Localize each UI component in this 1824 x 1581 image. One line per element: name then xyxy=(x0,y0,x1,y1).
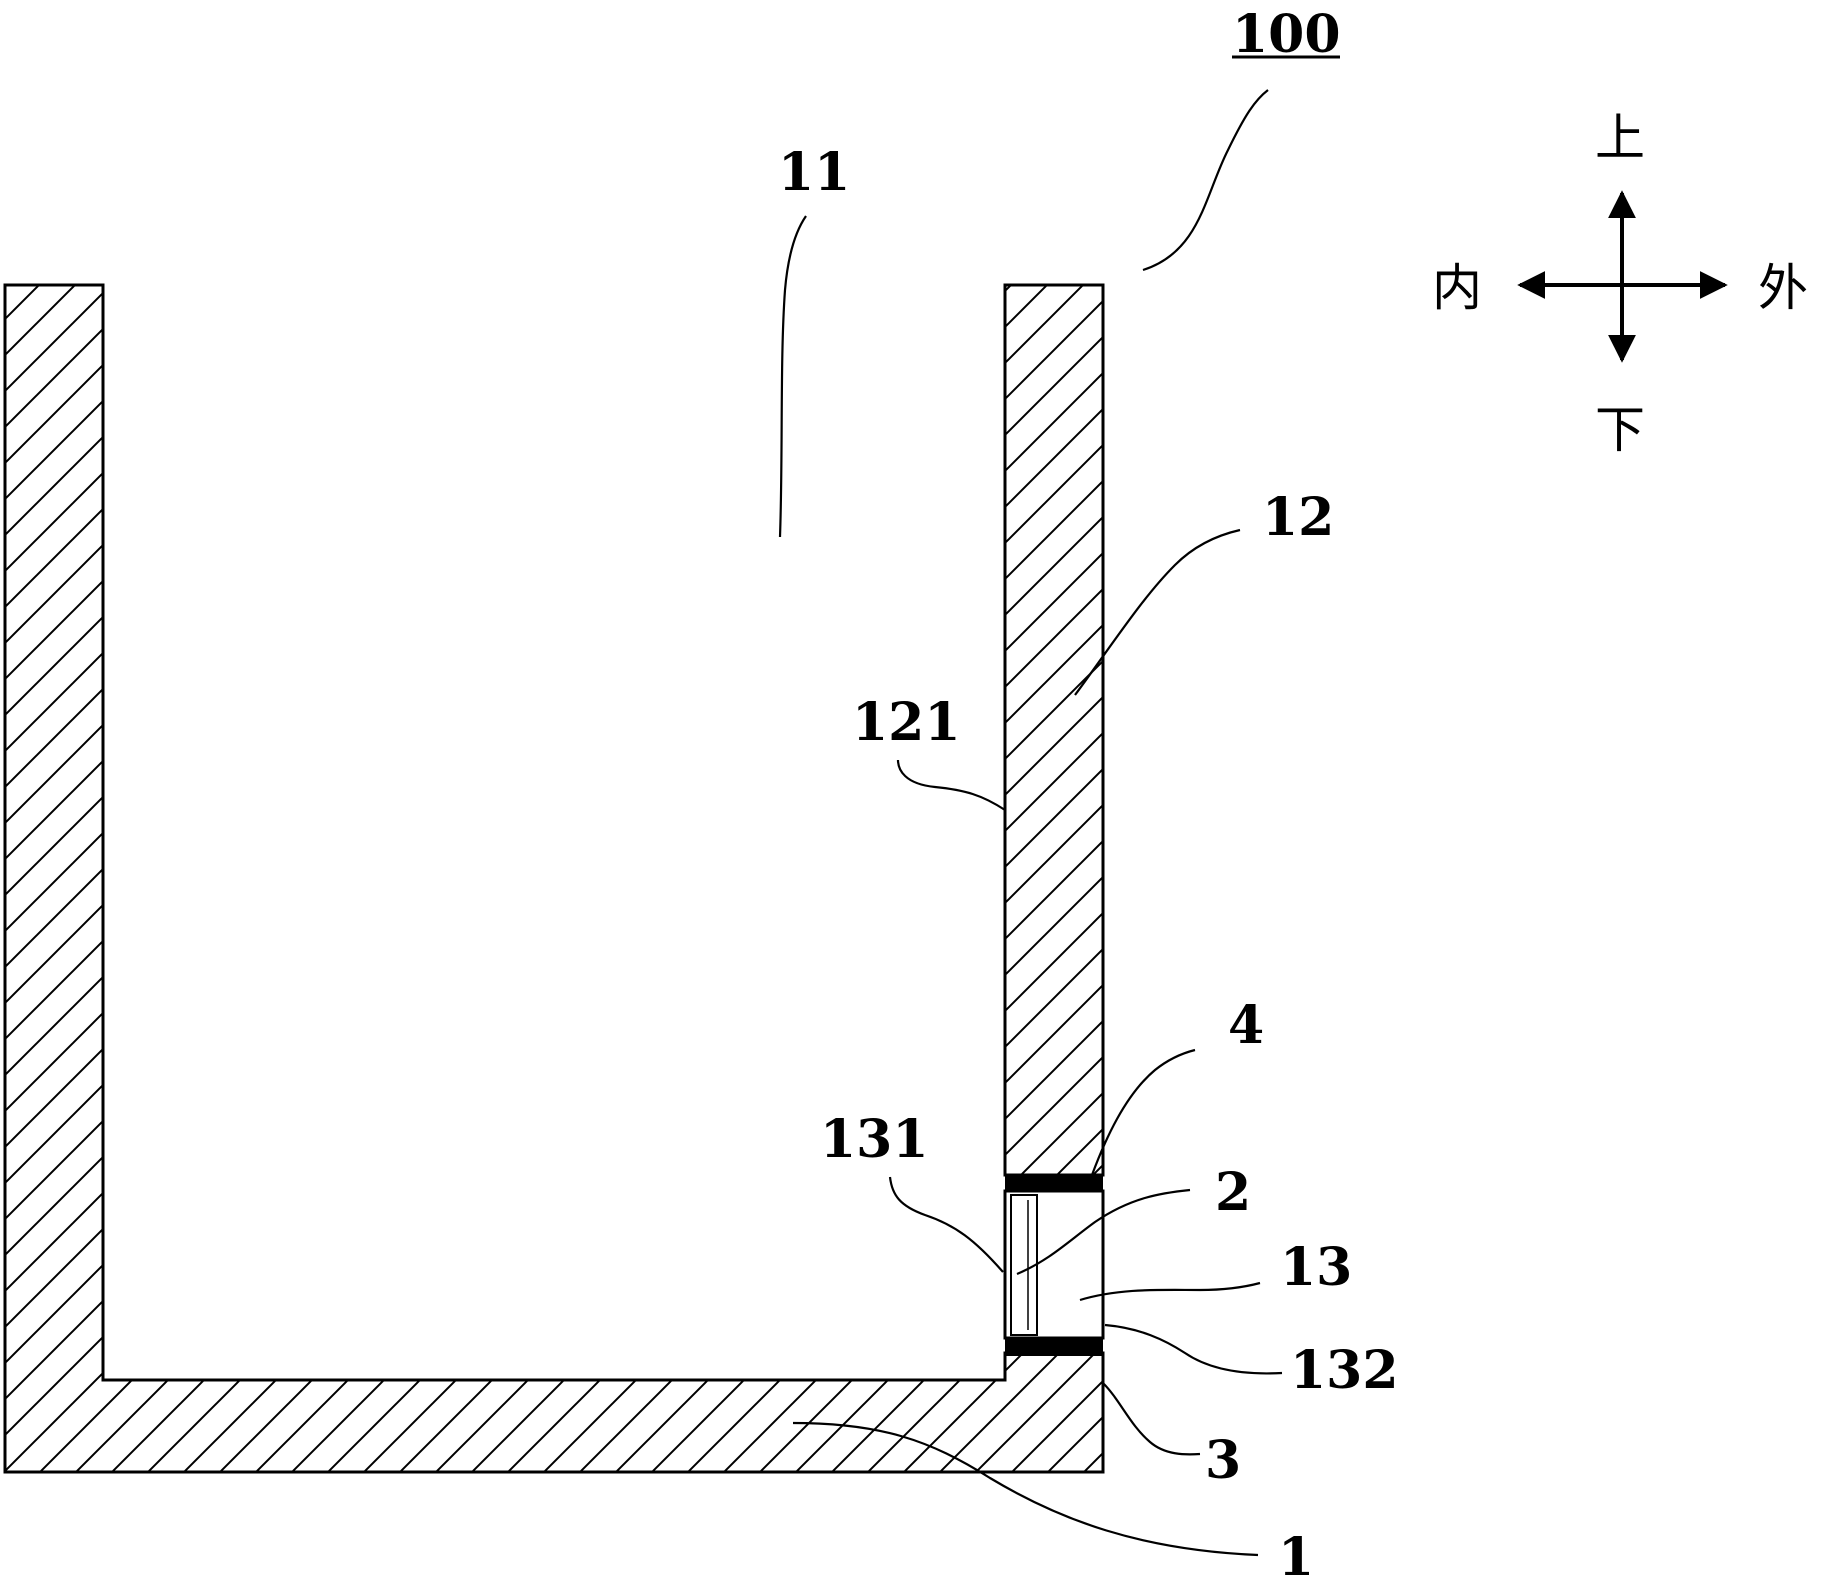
leader-100 xyxy=(1142,89,1269,272)
label-12: 12 xyxy=(1262,487,1334,548)
direction-indicator: 上 下 内 外 xyxy=(1432,109,1808,459)
leader-11 xyxy=(778,215,807,538)
cap-plate xyxy=(1010,1194,1038,1336)
leader-131 xyxy=(888,1176,1004,1273)
direction-up-label: 上 xyxy=(1595,109,1645,167)
container-left-wall-and-base xyxy=(3,283,1105,1474)
gasket-bottom xyxy=(1005,1338,1103,1356)
leader-3 xyxy=(1102,1382,1201,1456)
label-3: 3 xyxy=(1205,1430,1241,1491)
label-11: 11 xyxy=(778,142,850,203)
leader-4 xyxy=(1090,1048,1196,1176)
right-side-wall xyxy=(1003,283,1105,1177)
leader-12 xyxy=(1074,528,1241,696)
label-4: 4 xyxy=(1228,995,1264,1056)
leader-13 xyxy=(1079,1281,1261,1302)
label-100: 100 xyxy=(1232,4,1341,65)
direction-inner-label: 内 xyxy=(1432,259,1482,317)
direction-down-label: 下 xyxy=(1595,401,1645,459)
gasket-top xyxy=(1005,1175,1103,1191)
label-132: 132 xyxy=(1290,1340,1399,1401)
label-2: 2 xyxy=(1215,1162,1251,1223)
label-131: 131 xyxy=(820,1109,929,1170)
leader-1 xyxy=(792,1421,1259,1557)
label-121: 121 xyxy=(852,692,961,753)
leader-121 xyxy=(896,759,1006,811)
leader-2 xyxy=(1016,1188,1191,1276)
label-1: 1 xyxy=(1278,1527,1314,1581)
direction-outer-label: 外 xyxy=(1758,259,1808,317)
label-13: 13 xyxy=(1280,1237,1352,1298)
leader-132 xyxy=(1104,1323,1283,1375)
